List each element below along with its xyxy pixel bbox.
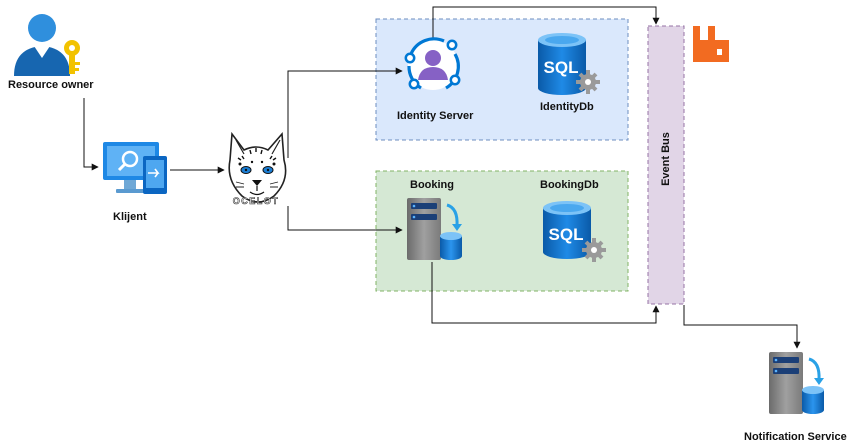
booking-db-glyph: SQL — [549, 225, 584, 244]
gear-icon — [576, 70, 600, 94]
connector-gateway-to-booking — [287, 206, 403, 234]
monitor-device-icon — [103, 142, 167, 194]
event-bus-label: Event Bus — [660, 132, 672, 186]
connector-owner-to-client — [83, 98, 99, 171]
rabbitmq-icon — [693, 26, 729, 62]
identity-user-icon[interactable] — [404, 37, 461, 90]
client-label: Klijent — [113, 211, 147, 223]
sql-database-icon[interactable]: SQL — [543, 201, 606, 262]
connector-identity-to-eventbus — [432, 6, 660, 46]
ocelot-logo-text: OCELOT — [233, 196, 280, 206]
event-bus-bar[interactable] — [647, 25, 685, 305]
booking-db-label: BookingDb — [540, 179, 599, 191]
connector-eventbus-to-notification — [683, 305, 801, 349]
connector-gateway-to-identity — [287, 67, 403, 158]
gear-icon — [582, 238, 606, 262]
connector-booking-to-eventbus — [431, 262, 660, 324]
ocelot-cat-logo[interactable] — [228, 131, 287, 203]
server-database-icon[interactable] — [407, 198, 462, 260]
sql-database-icon[interactable]: SQL — [538, 33, 600, 95]
booking-label: Booking — [410, 179, 454, 191]
identity-server-label: Identity Server — [397, 110, 474, 122]
notification-service-label: Notification Service — [744, 431, 847, 443]
user-key-icon — [14, 14, 80, 76]
identity-db-glyph: SQL — [544, 58, 579, 77]
identity-db-label: IdentityDb — [540, 101, 594, 113]
resource-owner-label: Resource owner — [8, 79, 94, 91]
server-database-icon[interactable] — [769, 352, 824, 414]
